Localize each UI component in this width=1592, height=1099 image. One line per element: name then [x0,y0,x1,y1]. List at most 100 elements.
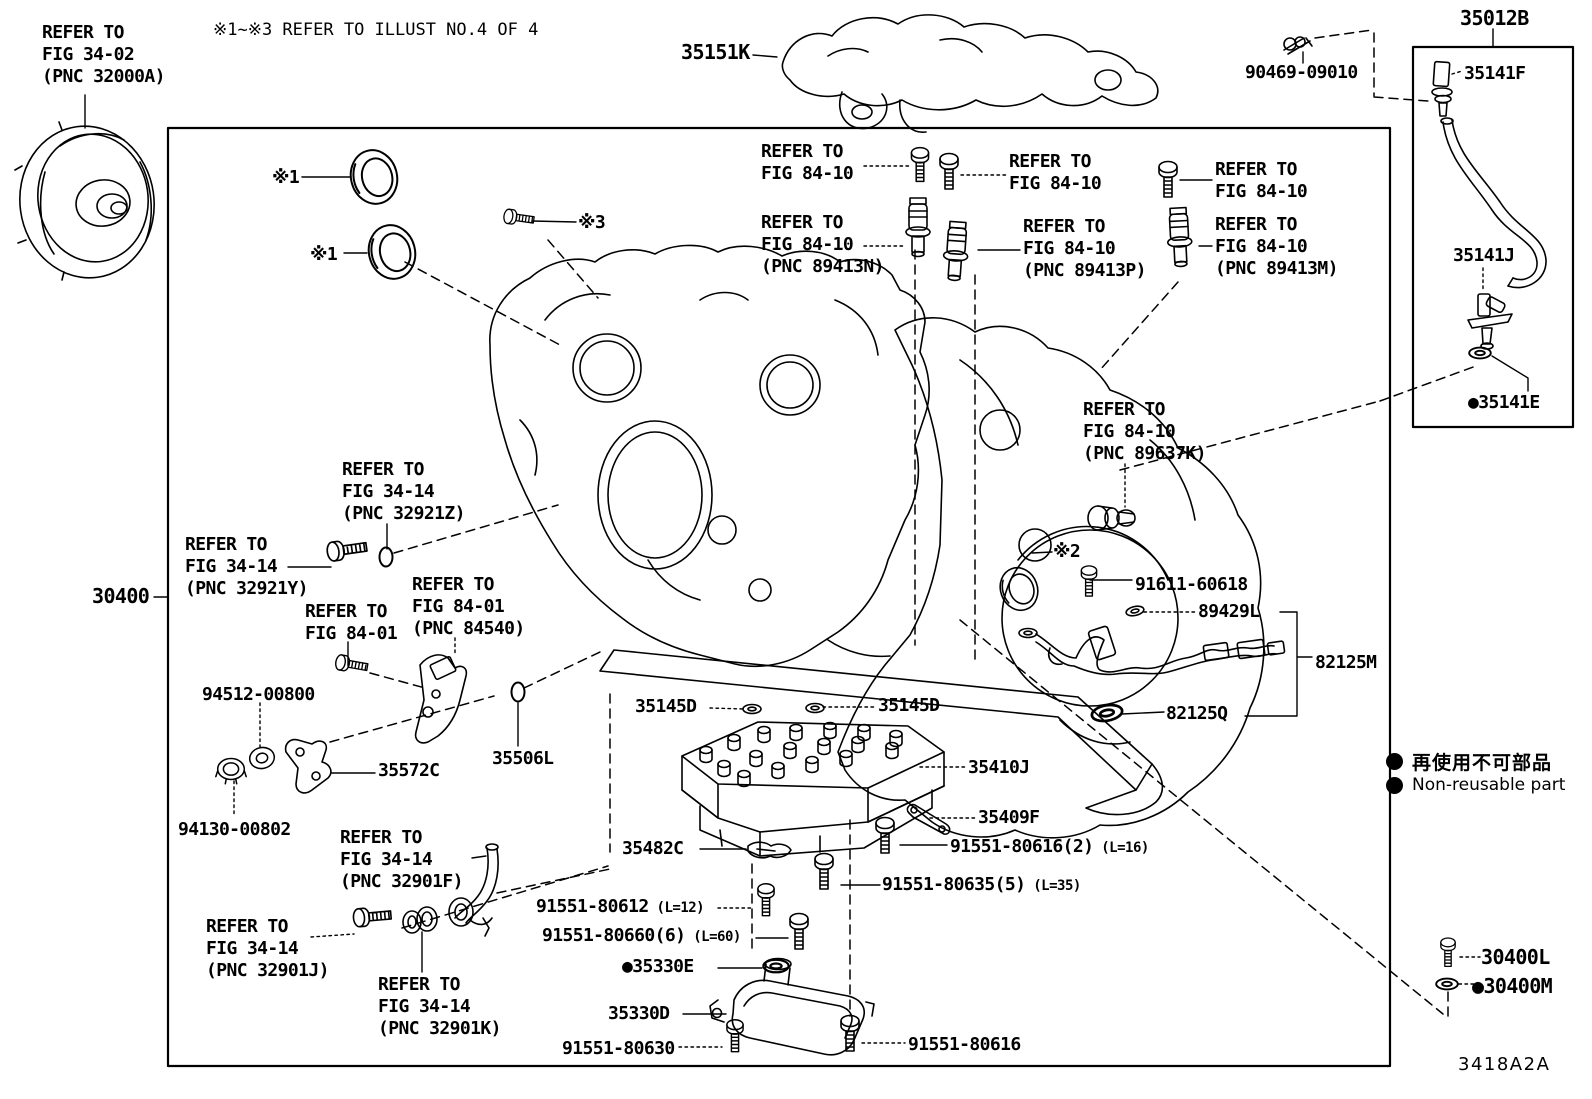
part-label-94512-00800: 94512-00800 [202,684,315,706]
part-label-text: REFER TO FIG 84-01 [305,601,398,644]
valve-body-drawing [681,721,945,857]
part-label-ref-fig34-02: REFER TO FIG 34-02 (PNC 32000A) [42,22,165,88]
part-label-text: 35410J [968,757,1030,778]
part-label-35145D-right: 35145D [878,695,940,717]
part-label-text: REFER TO FIG 34-14 (PNC 32921Y) [185,534,308,599]
part-label-text: REFER TO FIG 34-14 (PNC 32921Z) [342,459,465,524]
part-label-35572C: 35572C [378,760,440,782]
part-label-text: 91551-80616 [908,1034,1021,1055]
part-label-30400M: ●30400M [1472,974,1553,998]
part-label-text: REFER TO FIG 34-02 (PNC 32000A) [42,22,165,87]
legend-non-reusable-jp: 再使用不可部品 [1386,748,1552,775]
part-label-text: ※2 [1053,541,1081,562]
part-label-text: 35482C [622,838,684,859]
part-label-text: 35409F [978,807,1040,828]
part-label-ref-89413M: REFER TO FIG 84-10 (PNC 89413M) [1215,214,1338,280]
part-label-text: 91551-80612 [536,896,649,917]
part-label-text: ●30400M [1472,974,1553,998]
connector-icon-35141F [1431,60,1453,117]
part-label-ref-32901F: REFER TO FIG 34-14 (PNC 32901F) [340,827,463,893]
part-label-ref-89413P: REFER TO FIG 84-10 (PNC 89413P) [1023,216,1146,282]
part-label-ref-a: REFER TO FIG 84-10 [761,141,854,185]
part-label-ref-32921Y: REFER TO FIG 34-14 (PNC 32921Y) [185,534,308,600]
length-suffix: (L=60) [685,929,741,945]
part-label-35141E: ●35141E [1468,392,1540,414]
part-label-91551-80630: 91551-80630 [562,1038,675,1060]
part-label-text: 91551-80635(5) [882,874,1026,895]
part-label-text: 30400L [1481,945,1550,969]
part-label-91551-80660-6: 91551-80660(6) (L=60) [542,925,741,948]
part-label-text: REFER TO FIG 34-14 (PNC 32901F) [340,827,463,892]
part-label-35151K: 35151K [681,40,750,64]
connector-icon [1236,638,1266,660]
dipstick-hose-drawing [1431,60,1547,360]
part-label-ref-84540: REFER TO FIG 84-01 (PNC 84540) [412,574,525,640]
part-label-35141J: 35141J [1453,245,1515,267]
part-label-ref-89637K: REFER TO FIG 84-10 (PNC 89637K) [1083,399,1206,465]
part-label-text: ※1 [272,167,300,188]
part-label-drawing-code: 3418A2A [1458,1054,1550,1076]
transaxle-housing-drawing [489,244,1265,839]
part-label-text: REFER TO FIG 84-10 [1215,159,1308,202]
part-label-text: REFER TO FIG 84-10 [1009,151,1102,194]
leader-lines [84,28,1529,1015]
lever-icon-35572C [284,738,332,794]
strap-icon-35409F [906,803,951,835]
part-label-text: ※1 [310,244,338,265]
dotted-leader-lines [233,70,1484,1048]
part-label-text: REFER TO FIG 84-10 [761,141,854,184]
part-label-35012B: 35012B [1460,6,1529,30]
length-suffix: (L=12) [648,900,705,916]
part-label-star3: ※3 [578,212,606,234]
part-label-35482C: 35482C [622,838,684,860]
oil-pipe-drawing [448,843,499,937]
part-label-text: REFER TO FIG 84-10 (PNC 89413N) [761,212,884,277]
part-label-text: 3418A2A [1458,1054,1551,1075]
part-label-star1-lower: ※1 [310,244,338,266]
part-label-91551-80616: 91551-80616 [908,1034,1021,1056]
part-label-text: 82125M [1315,652,1377,673]
part-label-text: ●35330E [622,956,694,977]
length-suffix: (L=16) [1093,840,1149,856]
part-label-text: 35506L [492,748,554,769]
part-label-text: 91551-80660(6) [542,925,686,946]
part-label-91611-60618: 91611-60618 [1135,574,1248,596]
part-label-text: 94512-00800 [202,684,315,705]
part-label-text: 35145D [635,696,697,717]
part-label-ref-84-01: REFER TO FIG 84-01 [305,601,398,645]
part-label-text: 82125Q [1166,703,1228,724]
part-label-91551-80612: 91551-80612 (L=12) [536,896,705,919]
part-label-text: REFER TO FIG 34-14 (PNC 32901K) [378,974,501,1039]
part-label-91551-80635-5: 91551-80635(5) (L=35) [882,874,1081,897]
part-label-text: 89429L [1198,601,1260,622]
part-label-82125Q: 82125Q [1166,703,1228,725]
part-label-ref-89413N: REFER TO FIG 84-10 (PNC 89413N) [761,212,884,278]
clamp-icon-90469 [1283,36,1313,55]
part-label-82125M: 82125M [1315,652,1377,674]
part-label-text: 90469-09010 [1245,62,1358,83]
length-suffix: (L=35) [1025,878,1081,894]
sensor-icon-89637K [1087,505,1136,531]
part-label-text: 35141J [1453,245,1515,266]
part-label-text: 30400 [92,584,150,608]
part-label-text: 91551-80630 [562,1038,675,1059]
connector-icon [1087,625,1117,661]
part-label-text: 91551-80616(2) [950,836,1094,857]
part-label-text: REFER TO FIG 84-10 (PNC 89413M) [1215,214,1338,279]
part-label-35409F: 35409F [978,807,1040,829]
legend-text-jp: 再使用不可部品 [1412,752,1553,774]
part-label-ref-c: REFER TO FIG 84-10 [1215,159,1308,203]
part-label-text: 35145D [878,695,940,716]
part-label-text: ●35141E [1468,392,1540,413]
part-label-35141F: 35141F [1464,63,1526,85]
part-label-text: REFER TO FIG 84-10 (PNC 89413P) [1023,216,1146,281]
part-label-text: 35141F [1464,63,1526,84]
part-label-89429L: 89429L [1198,601,1260,623]
wire-harness-drawing [1018,625,1286,676]
gasket-icon-35482C [747,841,792,859]
part-label-illust-note: ※1~※3 REFER TO ILLUST NO.4 OF 4 [213,19,538,41]
part-label-35330E: ●35330E [622,956,694,978]
